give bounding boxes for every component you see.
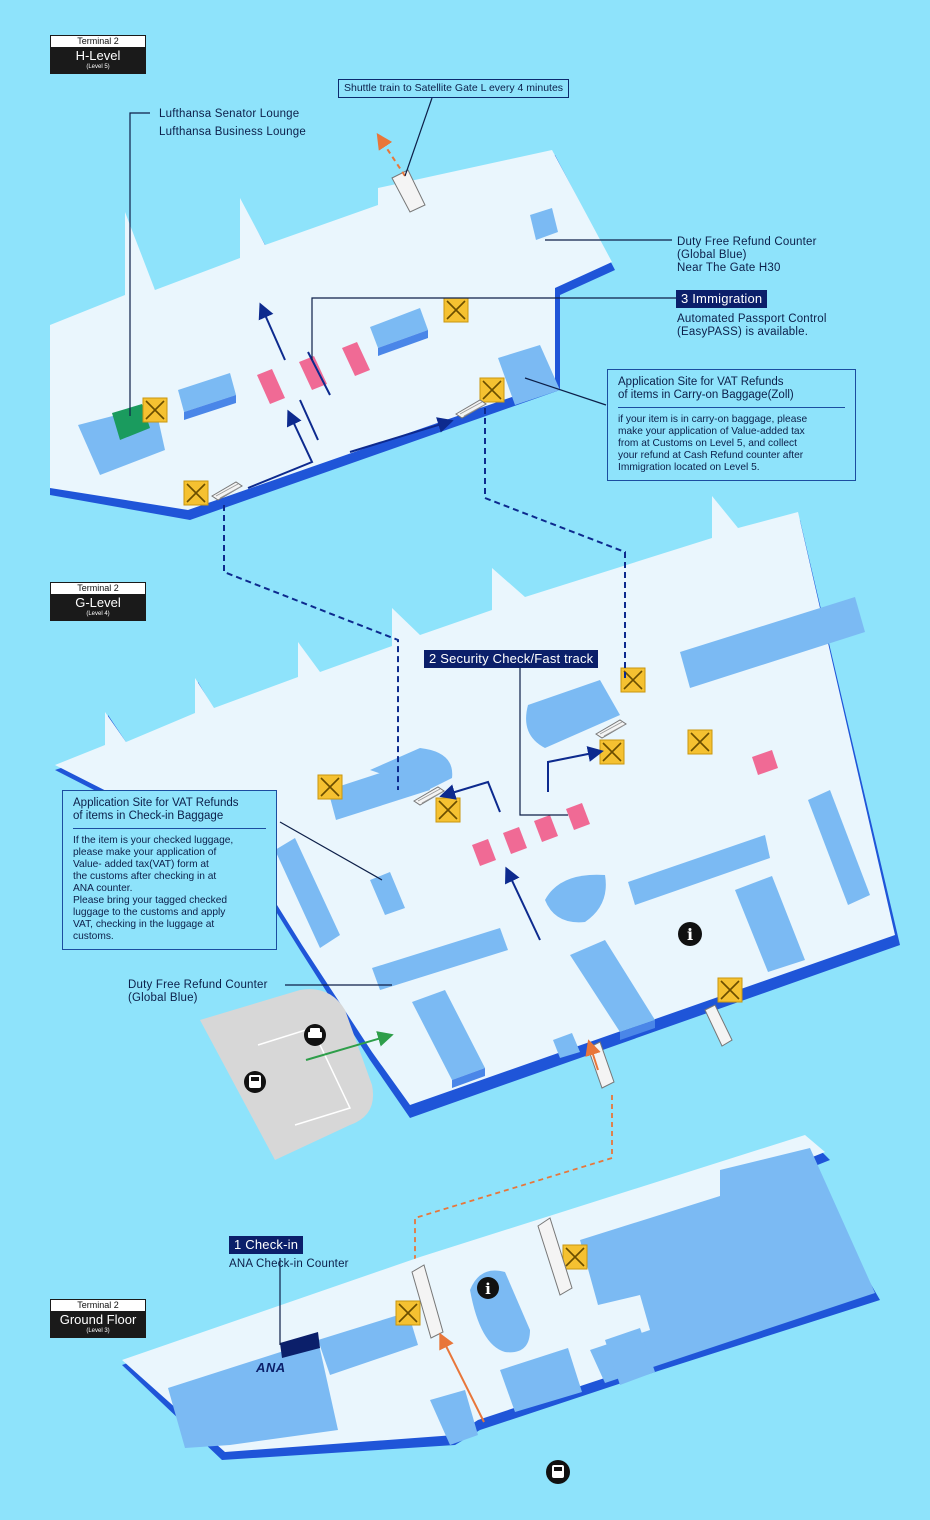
immigration-note: Automated Passport Control (EasyPASS) is… — [677, 313, 827, 339]
vat-carryon-box: Application Site for VAT Refunds of item… — [607, 369, 856, 481]
g-level-floor — [55, 496, 900, 1118]
vat-checkin-box: Application Site for VAT Refunds of item… — [62, 790, 277, 950]
level-sub: (Level 5) — [86, 64, 110, 70]
level-connectors — [223, 408, 626, 790]
immigration-note-line1: Automated Passport Control — [677, 313, 827, 325]
immigration-booth — [257, 369, 285, 404]
immigration-booth — [299, 356, 327, 390]
duty-free-g-line1: Duty Free Refund Counter — [128, 979, 268, 991]
bus-icon — [546, 1460, 570, 1484]
duty-free-h-line2: (Global Blue) — [677, 249, 747, 261]
lounge-block — [112, 404, 150, 440]
shuttle-route-arrow — [376, 132, 406, 177]
terminal-label: Terminal 2 — [51, 1300, 145, 1311]
terminal-label: Terminal 2 — [51, 583, 145, 594]
security-lane — [534, 815, 558, 842]
level-name: H-Level — [75, 48, 121, 63]
shuttle-label: Shuttle train to Satellite Gate L every … — [338, 79, 570, 98]
svg-text:i: i — [687, 925, 693, 944]
step-security: 2 Security Check/Fast track — [424, 650, 599, 668]
vat-checkin-line: If the item is your checked luggage, — [73, 835, 234, 846]
vat-carryon-line: from at Customs on Level 5, and collect — [618, 438, 797, 449]
vat-carryon-title: Application Site for VAT Refunds of item… — [618, 376, 845, 408]
vat-checkin-title1: Application Site for VAT Refunds — [73, 797, 239, 809]
vat-checkin-line: Value- added tax(VAT) form at — [73, 859, 209, 870]
vat-carryon-line: Immigration located on Level 5. — [618, 462, 760, 473]
level-tag-g: Terminal 2 G-Level (Level 4) — [50, 582, 146, 621]
immigration-booth — [342, 342, 370, 376]
level-tag-h: Terminal 2 H-Level (Level 5) — [50, 35, 146, 74]
ana-logo: ANA — [256, 1360, 286, 1375]
ana-checkin-counter — [280, 1332, 320, 1358]
level-name: Ground Floor — [59, 1312, 137, 1327]
vat-checkin-body: If the item is your checked luggage, ple… — [73, 835, 266, 943]
security-lane — [503, 827, 527, 854]
dropoff-area — [200, 989, 374, 1160]
lounge-senator-label: Lufthansa Senator Lounge — [159, 108, 300, 120]
h-level-floor — [50, 150, 615, 520]
ground-escalators — [411, 1217, 573, 1339]
vat-carryon-title1: Application Site for VAT Refunds — [618, 376, 784, 388]
vat-checkin-title2: of items in Check-in Baggage — [73, 810, 224, 822]
ground-floor — [122, 1135, 880, 1460]
duty-free-g-line2: (Global Blue) — [128, 992, 198, 1004]
immigration-note-line2: (EasyPASS) is available. — [677, 326, 809, 338]
checkin-note: ANA Check-in Counter — [229, 1258, 349, 1270]
taxi-icon — [304, 1024, 326, 1046]
bus-icon — [244, 1071, 266, 1093]
duty-free-h-label: Duty Free Refund Counter (Global Blue) N… — [677, 236, 817, 275]
terminal-label: Terminal 2 — [51, 36, 145, 47]
info-icon: i — [477, 1277, 499, 1299]
vat-carryon-body: if your item is in carry-on baggage, ple… — [618, 414, 845, 474]
vat-checkin-line: VAT, checking in the luggage at — [73, 919, 215, 930]
vat-carryon-line: make your application of Value-added tax — [618, 426, 805, 437]
security-lane — [566, 803, 590, 830]
vat-carryon-title2: of items in Carry-on Baggage(Zoll) — [618, 389, 794, 401]
lounge-business-label: Lufthansa Business Lounge — [159, 126, 306, 138]
vat-checkin-line: ANA counter. — [73, 883, 133, 894]
vat-checkin-line: please make your application of — [73, 847, 217, 858]
svg-text:i: i — [485, 1280, 491, 1298]
vat-checkin-line: the customs after checking in at — [73, 871, 217, 882]
vat-checkin-title: Application Site for VAT Refunds of item… — [73, 797, 266, 829]
vat-carryon-line: if your item is in carry-on baggage, ple… — [618, 414, 808, 425]
vat-checkin-line: luggage to the customs and apply — [73, 907, 226, 918]
duty-free-h-line3: Near The Gate H30 — [677, 262, 781, 274]
vat-checkin-line: customs. — [73, 931, 114, 942]
g-level-routes — [439, 746, 604, 941]
ground-to-g-transfer — [414, 1095, 613, 1270]
vat-carryon-line: your refund at Cash Refund counter after — [618, 450, 804, 461]
duty-free-g-label: Duty Free Refund Counter (Global Blue) — [128, 979, 268, 1005]
level-sub: (Level 4) — [86, 611, 110, 617]
ground-route-arrow — [439, 1332, 485, 1423]
level-tag-ground: Terminal 2 Ground Floor (Level 3) — [50, 1299, 146, 1338]
step-immigration: 3 Immigration — [676, 290, 768, 308]
vat-checkin-line: Please bring your tagged checked — [73, 895, 228, 906]
step-checkin: 1 Check-in — [229, 1236, 304, 1254]
level-sub: (Level 3) — [86, 1328, 110, 1334]
duty-free-h-line1: Duty Free Refund Counter — [677, 236, 817, 248]
taxi-route-arrow — [305, 1031, 394, 1061]
info-icon: i — [678, 922, 702, 946]
security-lane — [472, 839, 496, 866]
security-lane — [752, 750, 778, 775]
leader-lines — [129, 97, 676, 1345]
level-name: G-Level — [75, 595, 121, 610]
